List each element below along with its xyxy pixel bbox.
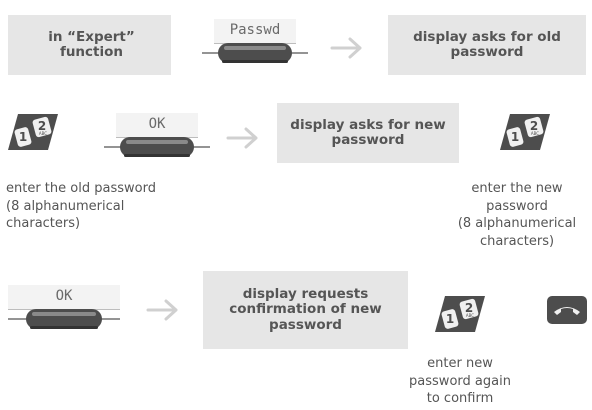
keypad-key-1: 1: [511, 130, 519, 144]
passwd-softkey-label: Passwd: [214, 19, 296, 44]
display-new-password-box: display asks for new password: [277, 103, 459, 163]
keypad-key-abc: ABC: [466, 313, 474, 318]
keypad-key-2: 2: [530, 119, 538, 133]
keypad-icon[interactable]: 1 2 ABC: [433, 292, 487, 334]
ok-softkey-2-button[interactable]: [8, 307, 120, 333]
caption-enter-old-password: enter the old password (8 alphanumerical…: [6, 181, 156, 232]
keypad-key-1: 1: [19, 130, 27, 144]
keypad-icon[interactable]: 1 2 ABC: [498, 110, 552, 152]
ok-softkey-1[interactable]: OK: [104, 113, 210, 161]
caption-enter-again: enter new password again to confirm: [409, 356, 511, 407]
keypad-icon[interactable]: 1 2 ABC: [6, 110, 60, 152]
arrow-right-icon: [330, 37, 362, 59]
arrow-right-icon: [146, 299, 178, 321]
ok-softkey-2-label: OK: [8, 285, 120, 310]
expert-function-text: in “Expert” function: [48, 28, 135, 60]
keypad-key-1: 1: [446, 312, 454, 326]
arrow-right-icon: [226, 127, 258, 149]
display-old-password-box: display asks for old password: [388, 15, 586, 75]
display-old-password-text: display asks for old password: [413, 28, 561, 60]
hang-up-key-icon[interactable]: [546, 295, 588, 325]
keypad-key-abc: ABC: [531, 131, 539, 136]
display-confirmation-text: display requests confirmation of new pas…: [229, 286, 382, 333]
ok-softkey-1-button[interactable]: [104, 135, 210, 161]
keypad-key-2: 2: [465, 301, 473, 315]
ok-softkey-2[interactable]: OK: [8, 285, 120, 333]
caption-enter-new-password: enter the new password (8 alphanumerical…: [457, 181, 577, 249]
keypad-key-2: 2: [38, 119, 46, 133]
passwd-softkey-button[interactable]: [202, 41, 308, 67]
keypad-key-abc: ABC: [39, 131, 47, 136]
display-new-password-text: display asks for new password: [290, 116, 446, 148]
expert-function-box: in “Expert” function: [8, 15, 171, 75]
passwd-softkey[interactable]: Passwd: [202, 19, 308, 67]
display-confirmation-box: display requests confirmation of new pas…: [203, 271, 408, 349]
